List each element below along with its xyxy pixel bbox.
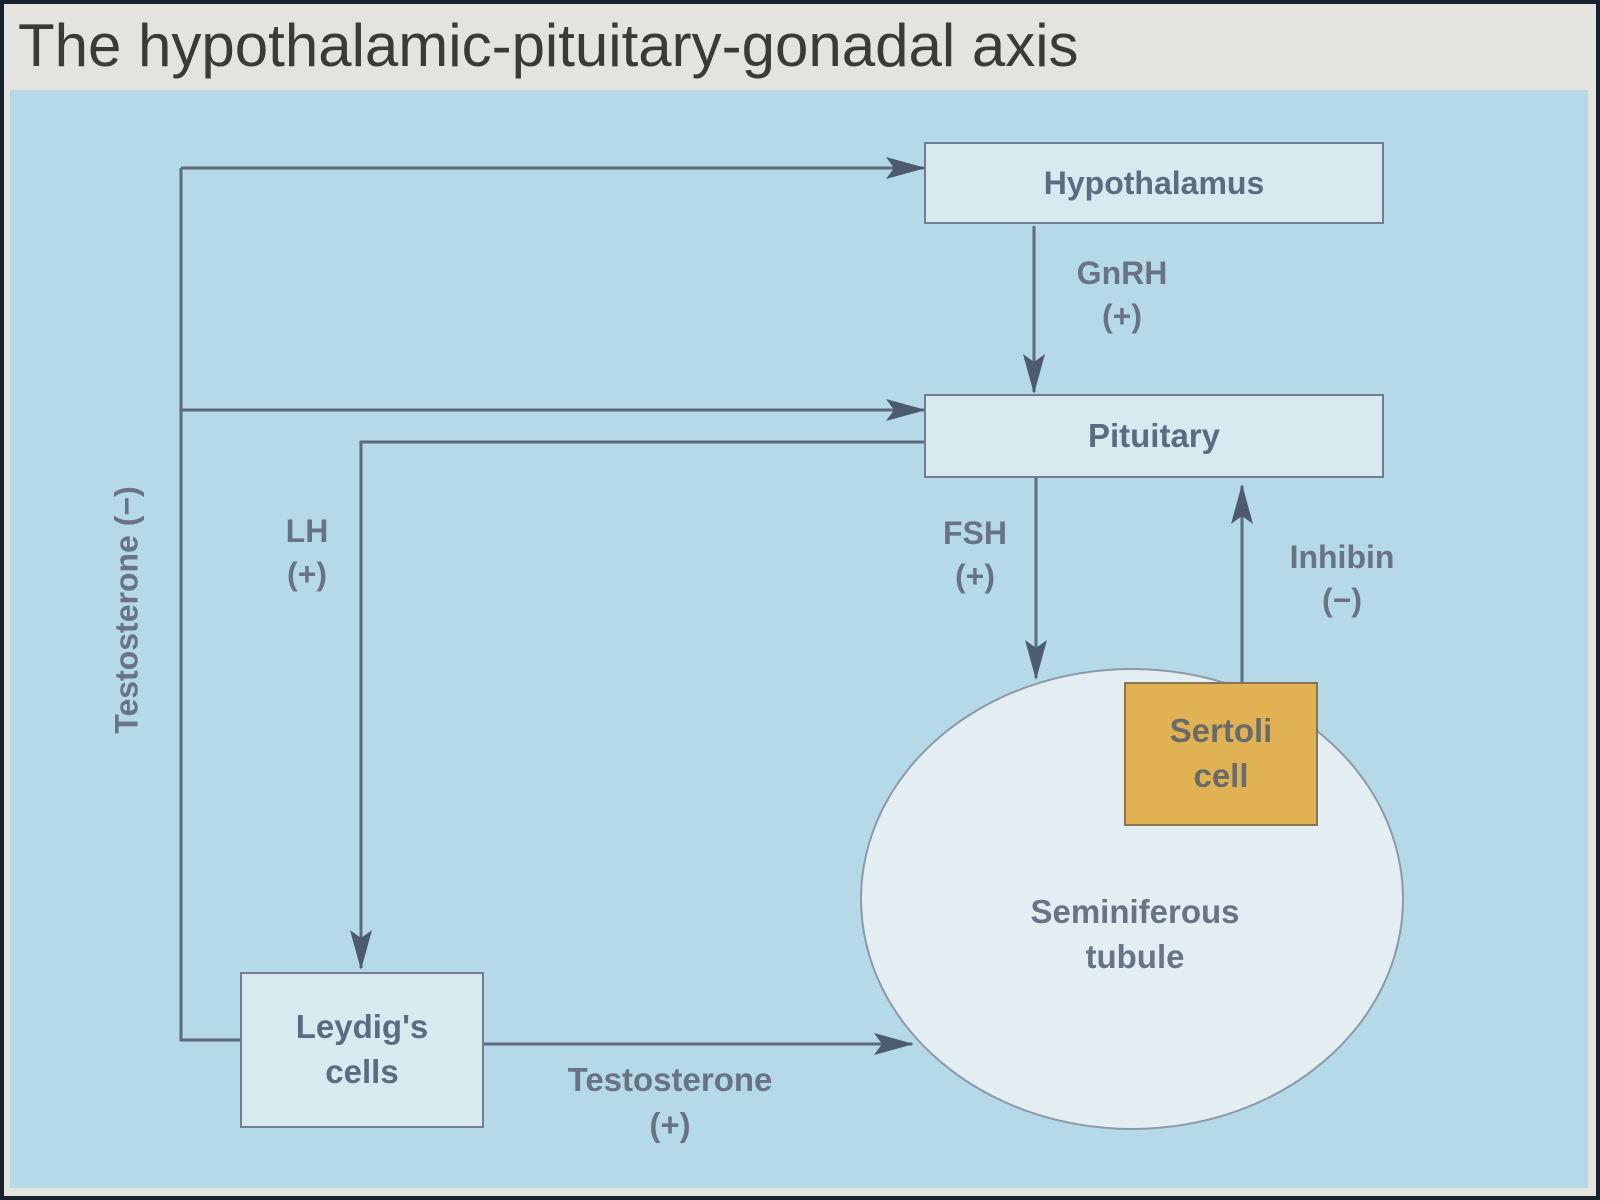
hypothalamus-label: Hypothalamus [1043, 164, 1265, 201]
slide-title: The hypothalamic-pituitary-gonadal axis [18, 12, 1079, 79]
tubule-label-line2: tubule [1085, 937, 1185, 975]
fsh-text: FSH [943, 515, 1007, 551]
testosterone-label: Testosterone (+) [520, 1058, 820, 1147]
lh-sign: (+) [287, 556, 327, 593]
gnrh-text: GnRH [1076, 255, 1168, 291]
testosterone-sign: (+) [649, 1105, 691, 1143]
pituitary-box: Pituitary [924, 394, 1384, 478]
lh-text: LH [285, 513, 329, 549]
gnrh-label: GnRH (+) [1052, 252, 1192, 338]
leydig-cells-box: Leydig's cells [240, 972, 484, 1128]
hypothalamus-box: Hypothalamus [924, 142, 1384, 224]
testosterone-text: Testosterone [567, 1061, 773, 1098]
gnrh-sign: (+) [1102, 298, 1142, 335]
lh-arrow [350, 440, 924, 970]
inhibin-text: Inhibin [1289, 539, 1395, 575]
inhibin-sign: (−) [1322, 582, 1362, 619]
inhibin-label: Inhibin (−) [1262, 536, 1422, 622]
lh-label: LH (+) [262, 510, 352, 596]
fsh-sign: (+) [955, 558, 995, 595]
tubule-label: Seminiferous tubule [990, 890, 1280, 979]
leydig-label-line2: cells [325, 1053, 399, 1090]
testosterone-feedback-line [179, 168, 242, 1042]
fsh-label: FSH (+) [920, 512, 1030, 598]
pituitary-label: Pituitary [1087, 417, 1221, 454]
sertoli-cell-box: Sertoli cell [1124, 682, 1318, 826]
sertoli-label-line1: Sertoli [1169, 712, 1273, 750]
tubule-label-line1: Seminiferous [1030, 893, 1240, 930]
sertoli-label-line2: cell [1193, 757, 1249, 794]
leydig-label-line1: Leydig's [295, 1008, 429, 1046]
testosterone-feedback-label: Testosterone (−) [108, 486, 145, 734]
